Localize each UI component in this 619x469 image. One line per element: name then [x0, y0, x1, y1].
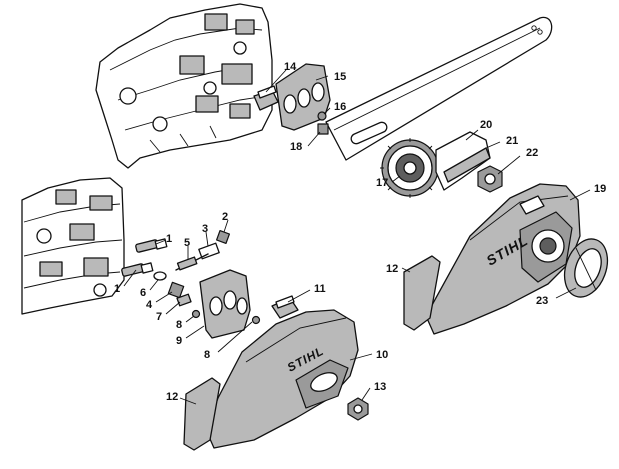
cover-plate-9 — [199, 269, 251, 339]
nut-18 — [317, 123, 329, 135]
collar-nut-13 — [347, 397, 369, 421]
callout-8a: 8 — [176, 319, 182, 331]
callout-9: 9 — [176, 335, 182, 347]
callout-13: 13 — [374, 381, 386, 393]
sprocket-cover-lower: STIHL — [205, 309, 359, 449]
callout-10: 10 — [376, 349, 388, 361]
callout-20: 20 — [480, 119, 492, 131]
callout-1b: 1 — [114, 283, 120, 295]
washer-plate — [435, 131, 491, 191]
sprocket — [380, 138, 440, 198]
stud-bolt-upper — [135, 238, 168, 253]
screw-8a — [191, 309, 201, 319]
callout-12a: 12 — [166, 391, 178, 403]
spring-7 — [176, 293, 192, 307]
callout-6: 6 — [140, 287, 146, 299]
callout-22: 22 — [526, 147, 538, 159]
sprocket-cover-upper: STIHL — [425, 183, 581, 335]
callout-21: 21 — [506, 135, 518, 147]
engine-housing-lower — [21, 177, 125, 315]
callout-11: 11 — [314, 283, 326, 295]
guide-bar — [325, 16, 553, 161]
leader-lines — [123, 69, 591, 405]
nut-4 — [167, 281, 185, 299]
callout-14: 14 — [284, 61, 297, 73]
screw-8b — [251, 315, 261, 325]
engine-housing-upper — [95, 3, 273, 169]
callout-18: 18 — [290, 141, 302, 153]
adjusting-bolt — [176, 256, 198, 271]
callout-5: 5 — [184, 237, 190, 249]
callout-7: 7 — [156, 311, 162, 323]
washer-6 — [153, 271, 167, 281]
tensioner-plate — [275, 63, 331, 131]
bumper-strip-lower — [183, 377, 221, 451]
bumper-strip-upper — [403, 255, 441, 331]
callout-23: 23 — [536, 295, 548, 307]
callout-4: 4 — [146, 299, 153, 311]
callout-labels: 14 15 16 18 17 20 21 22 19 1 2 3 5 1 6 4… — [114, 61, 606, 403]
clip-2 — [215, 229, 231, 245]
stud-bolt-lower — [121, 262, 154, 277]
callout-8b: 8 — [204, 349, 210, 361]
callout-12b: 12 — [386, 263, 398, 275]
slide-block-11 — [271, 295, 299, 319]
callout-2: 2 — [222, 211, 228, 223]
callout-19: 19 — [594, 183, 606, 195]
callout-17: 17 — [376, 177, 388, 189]
callout-16: 16 — [334, 101, 346, 113]
chain-catcher-cap — [563, 238, 609, 298]
callout-15: 15 — [334, 71, 346, 83]
collar-nut — [477, 165, 503, 193]
callout-1a: 1 — [166, 233, 172, 245]
callout-3: 3 — [202, 223, 208, 235]
